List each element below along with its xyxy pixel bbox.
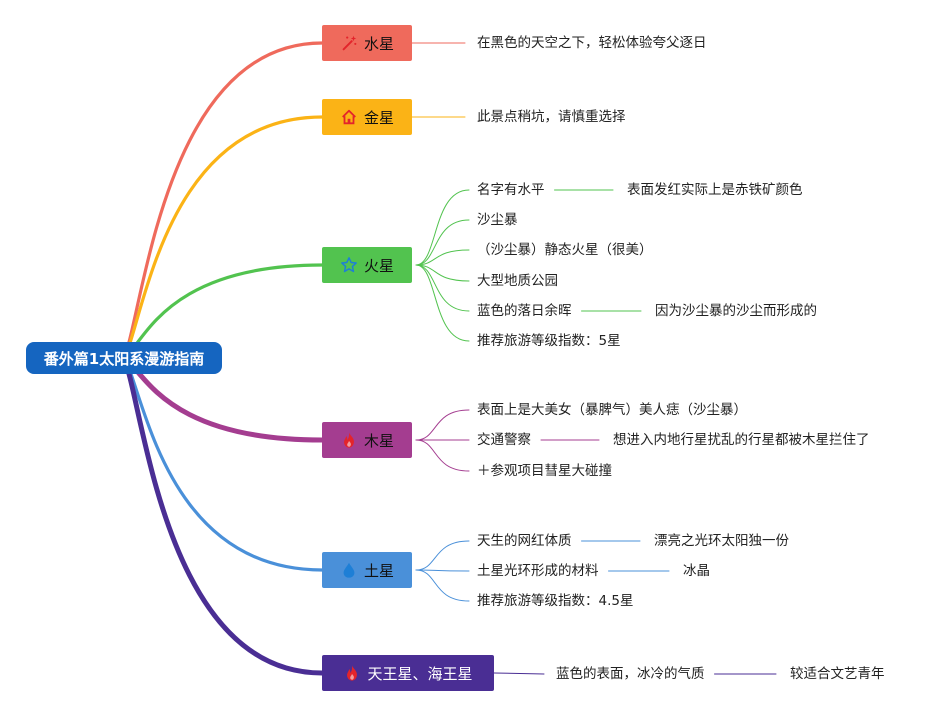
sparkle-wand-icon: [340, 34, 358, 52]
connector-mars-leaf-4: [415, 264, 470, 312]
house-icon: [340, 108, 358, 126]
topic-uranus-neptune[interactable]: 天王星、海王星: [322, 655, 494, 691]
leaf-saturn-0[interactable]: 天生的网红体质: [477, 533, 572, 549]
topic-mercury-label: 水星: [363, 34, 394, 53]
topic-saturn-label: 土星: [363, 561, 394, 580]
leaf-saturn-1[interactable]: 土星光环形成的材料: [477, 563, 599, 579]
leaf-jupiter-2[interactable]: ＋参观项目彗星大碰撞: [477, 463, 612, 479]
leaf-mercury-0[interactable]: 在黑色的天空之下，轻松体验夸父逐日: [477, 35, 707, 51]
topic-venus[interactable]: 金星: [322, 99, 412, 135]
leaf-saturn-1-child[interactable]: 冰晶: [683, 563, 710, 579]
connector-saturn-leaf-2: [415, 569, 470, 602]
leaf-saturn-0-child[interactable]: 漂亮之光环太阳独一份: [654, 533, 789, 549]
leaf-venus-0[interactable]: 此景点稍坑，请慎重选择: [477, 109, 626, 125]
topic-mercury[interactable]: 水星: [322, 25, 412, 61]
flame-icon: [340, 431, 358, 449]
connector-mars-leaf-1: [415, 219, 470, 266]
leaf-mars-2[interactable]: （沙尘暴）静态火星（很美）: [477, 242, 653, 258]
leaf-uranus-neptune-0[interactable]: 蓝色的表面，冰冷的气质: [556, 666, 705, 682]
connector-jupiter-leaf-2: [415, 439, 470, 472]
leaf-mars-0[interactable]: 名字有水平: [477, 182, 545, 198]
leaf-mars-4[interactable]: 蓝色的落日余晖: [477, 303, 572, 319]
connector-mars-leaf-2: [415, 249, 470, 266]
connector-uranus-neptune: [121, 355, 325, 676]
topic-mars[interactable]: 火星: [322, 247, 412, 283]
topic-venus-label: 金星: [363, 108, 394, 127]
topic-uranus-neptune-label: 天王星、海王星: [367, 664, 473, 683]
leaf-mars-4-child[interactable]: 因为沙尘暴的沙尘而形成的: [655, 303, 817, 319]
leaf-uranus-neptune-0-child[interactable]: 较适合文艺青年: [790, 666, 885, 682]
topic-jupiter-label: 木星: [363, 431, 394, 450]
connector-jupiter-leaf-0: [415, 409, 470, 441]
leaf-jupiter-0[interactable]: 表面上是大美女（暴脾气）美人痣（沙尘暴）: [477, 402, 747, 418]
leaf-mars-1[interactable]: 沙尘暴: [477, 212, 518, 228]
topic-saturn[interactable]: 土星: [322, 552, 412, 588]
leaf-jupiter-1[interactable]: 交通警察: [477, 432, 531, 448]
topic-jupiter[interactable]: 木星: [322, 422, 412, 458]
connector-uranus-neptune-leaf-0: [493, 672, 545, 675]
leaf-mars-5[interactable]: 推荐旅游等级指数：5星: [477, 333, 621, 349]
leaf-jupiter-1-child[interactable]: 想进入内地行星扰乱的行星都被木星拦住了: [613, 432, 870, 448]
topic-mars-label: 火星: [363, 256, 394, 275]
connector-saturn-leaf-0: [415, 540, 470, 571]
connector-venus: [122, 115, 324, 360]
water-drop-icon: [340, 561, 358, 579]
connector-mars-leaf-0: [415, 189, 470, 266]
leaf-saturn-2[interactable]: 推荐旅游等级指数：4.5星: [477, 593, 634, 609]
connector-saturn-leaf-1: [415, 569, 470, 572]
connector-mars-leaf-3: [415, 264, 470, 282]
root-topic[interactable]: 番外篇1太阳系漫游指南: [26, 342, 222, 374]
flame-icon: [343, 664, 361, 682]
root-topic-label: 番外篇1太阳系漫游指南: [43, 349, 205, 368]
leaf-mars-3[interactable]: 大型地质公园: [477, 273, 558, 289]
connector-mercury: [122, 41, 324, 360]
star-outline-icon: [340, 256, 358, 274]
leaf-mars-0-child[interactable]: 表面发红实际上是赤铁矿颜色: [627, 182, 803, 198]
connector-mars-leaf-5: [415, 264, 470, 342]
